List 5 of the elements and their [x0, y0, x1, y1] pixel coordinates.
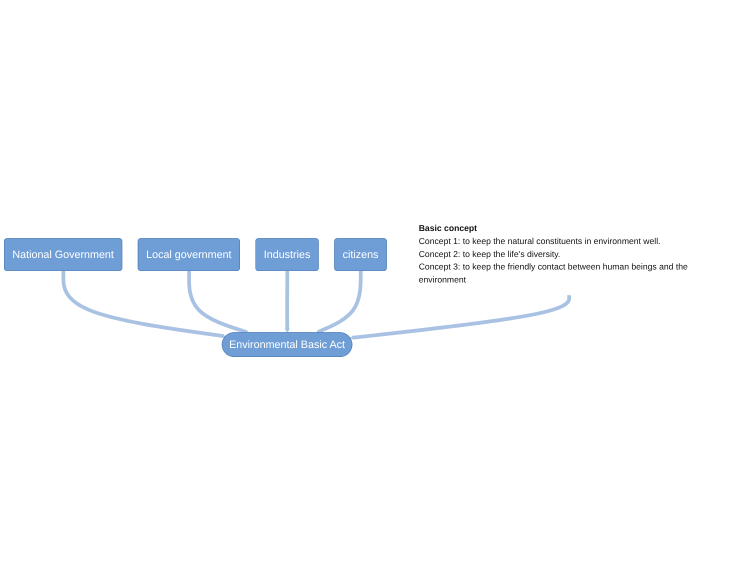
- node-text: Basic concept Concept 1: to keep the natural constituents in environment well. Concept 2: to keep the life’s diversity. Concept 3: to keep the friendly contact between human beings and the environment: [418, 224, 688, 285]
- arrow: [187, 270, 250, 334]
- arrow: [61, 270, 226, 338]
- arrow: [284, 270, 290, 333]
- arrow: [316, 270, 363, 334]
